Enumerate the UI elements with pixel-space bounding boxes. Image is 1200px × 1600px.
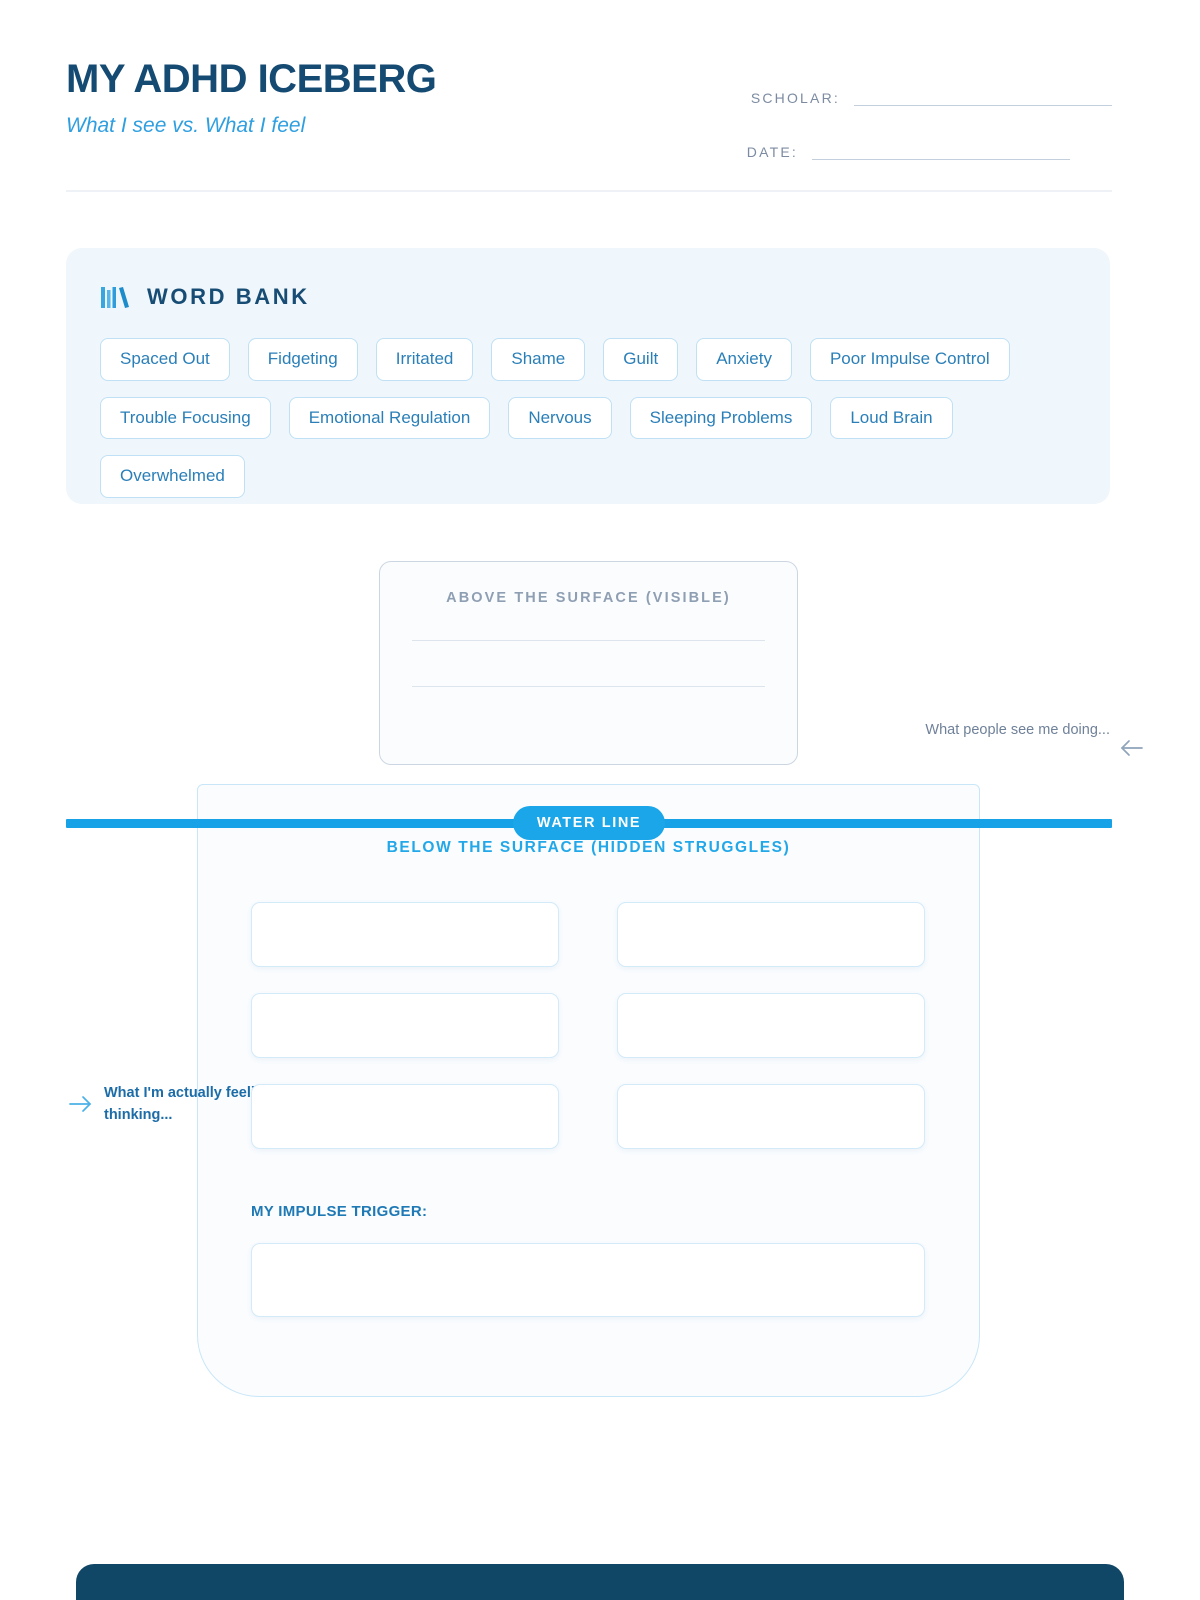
page-subtitle: What I see vs. What I feel <box>66 114 306 138</box>
date-label: DATE: <box>746 144 798 160</box>
above-surface-write-line[interactable] <box>412 686 765 687</box>
note-what-i-feel: What I'm actually feeling or thinking... <box>104 1085 292 1124</box>
water-line-badge: WATER LINE <box>513 806 665 840</box>
arrow-left-icon <box>1118 735 1144 761</box>
books-icon <box>100 284 130 310</box>
hidden-struggle-box[interactable] <box>251 993 559 1058</box>
scholar-field-row: SCHOLAR: <box>692 78 1112 108</box>
word-bank-term[interactable]: Irritated <box>375 338 474 381</box>
note-what-people-see: What people see me doing... <box>925 722 1110 738</box>
word-bank-term[interactable]: Shame <box>491 338 586 381</box>
header-divider <box>66 190 1112 192</box>
header-meta: SCHOLAR: DATE: <box>692 78 1112 186</box>
scholar-input[interactable] <box>854 105 1112 106</box>
word-bank-term[interactable]: Sleeping Problems <box>629 396 813 440</box>
hidden-struggles-grid <box>251 902 925 1149</box>
impulse-trigger-input[interactable] <box>251 1243 925 1317</box>
impulse-trigger-label: MY IMPULSE TRIGGER: <box>251 1203 428 1220</box>
below-surface-title: BELOW THE SURFACE (HIDDEN STRUGGLES) <box>386 839 791 856</box>
word-bank-term[interactable]: Trouble Focusing <box>100 396 271 440</box>
above-surface-box: ABOVE THE SURFACE (VISIBLE) <box>379 561 798 765</box>
word-bank-term[interactable]: Nervous <box>508 396 612 440</box>
word-bank-term[interactable]: Fidgeting <box>247 338 358 381</box>
hidden-struggle-box[interactable] <box>617 993 925 1058</box>
hidden-struggle-box[interactable] <box>617 1084 925 1149</box>
word-bank-term[interactable]: Overwhelmed <box>100 455 245 498</box>
page-title: MY ADHD ICEBERG <box>66 57 437 101</box>
word-bank-header: WORD BANK <box>100 284 1076 310</box>
footer-panel <box>76 1564 1124 1600</box>
above-surface-write-line[interactable] <box>412 640 765 641</box>
word-bank-term[interactable]: Spaced Out <box>100 338 230 381</box>
date-field-row: DATE: <box>692 132 1112 162</box>
word-bank-term[interactable]: Loud Brain <box>830 396 953 440</box>
word-bank-term[interactable]: Emotional Regulation <box>288 396 491 440</box>
date-input[interactable] <box>812 159 1070 160</box>
hidden-struggle-box[interactable] <box>251 902 559 967</box>
word-bank-panel: WORD BANK Spaced Out Fidgeting Irritated… <box>66 248 1110 504</box>
arrow-right-icon <box>68 1091 94 1117</box>
scholar-label: SCHOLAR: <box>750 90 840 106</box>
page-header: MY ADHD ICEBERG What I see vs. What I fe… <box>66 57 1112 178</box>
word-bank-title: WORD BANK <box>147 284 310 309</box>
word-bank-term[interactable]: Anxiety <box>696 338 792 381</box>
hidden-struggle-box[interactable] <box>251 1084 559 1149</box>
hidden-struggle-box[interactable] <box>617 902 925 967</box>
above-surface-title: ABOVE THE SURFACE (VISIBLE) <box>446 590 731 606</box>
word-bank-term[interactable]: Poor Impulse Control <box>809 338 1010 381</box>
word-bank-term-list: Spaced Out Fidgeting Irritated Shame Gui… <box>100 338 1040 498</box>
word-bank-term[interactable]: Guilt <box>603 338 679 381</box>
